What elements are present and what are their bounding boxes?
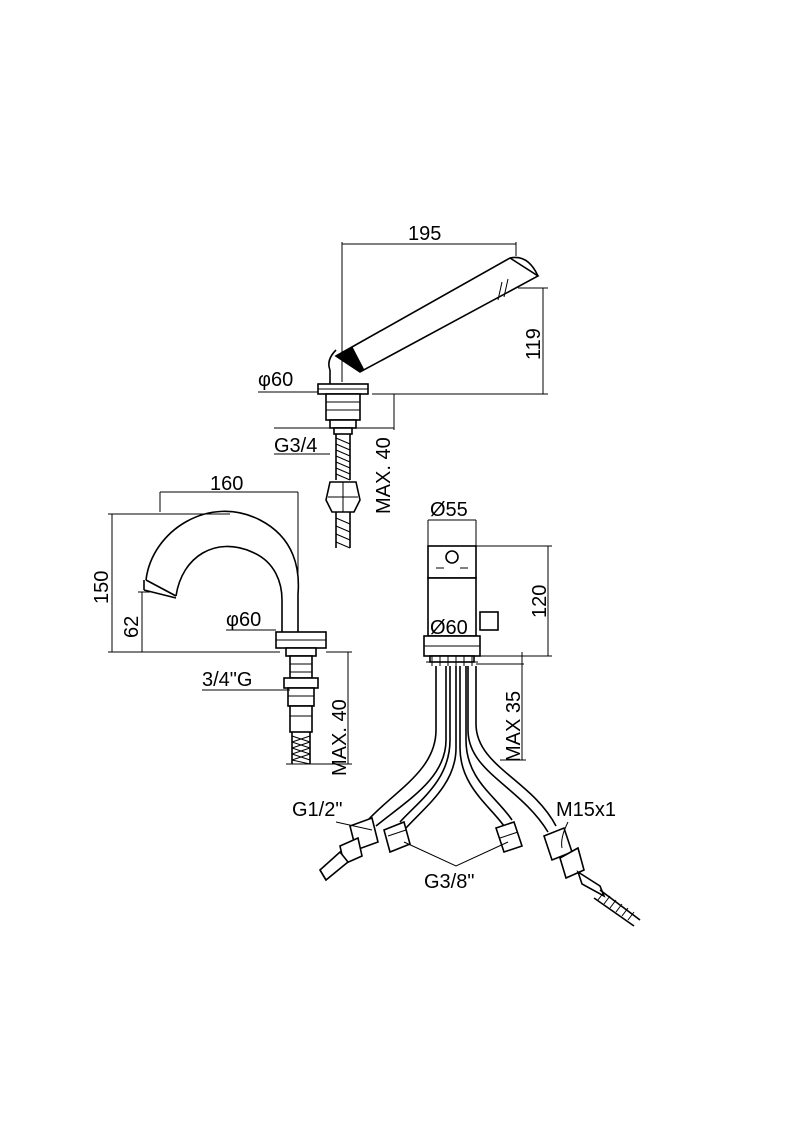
hand-shower-hose xyxy=(335,434,351,481)
hand-shower-max-label: MAX. 40 xyxy=(373,437,395,514)
mixer-base-diameter-label: Ø60 xyxy=(430,617,468,639)
hand-shower-height-label: 119 xyxy=(523,328,545,360)
hand-shower-body xyxy=(328,256,540,384)
mixer-right-connector xyxy=(543,826,641,927)
hand-shower-thread-label: G3/4 xyxy=(274,435,317,457)
mixer-right-hose-fitting xyxy=(494,820,524,854)
spout-max-label: MAX. 40 xyxy=(329,699,351,776)
spout-width-label: 160 xyxy=(210,473,243,495)
hand-shower-base xyxy=(317,383,369,549)
mixer-max-label: MAX 35 xyxy=(503,691,525,762)
mixer-hose-thread-label: G3/8" xyxy=(424,871,474,893)
mixer-hoses xyxy=(367,666,557,833)
spout-outlet-height-label: 62 xyxy=(121,616,143,638)
mixer-body xyxy=(423,545,499,657)
spout-thread-label: 3/4"G xyxy=(202,669,252,691)
spout-diameter-label: φ60 xyxy=(226,609,261,631)
mixer-left-hose-fitting xyxy=(383,820,411,854)
mixer-view: Ø55 120 Ø60 MAX 35 G1/2" G3/8" M15x1 xyxy=(292,499,641,927)
mixer-height-label: 120 xyxy=(529,585,551,618)
mixer-inlet-thread-label: G1/2" xyxy=(292,799,342,821)
mixer-base xyxy=(426,655,478,666)
mixer-top-diameter-label: Ø55 xyxy=(430,499,468,521)
spout-height-label: 150 xyxy=(91,571,113,604)
spout-view: 160 150 62 φ60 3/4"G MAX. 40 xyxy=(91,473,352,776)
mixer-left-inlet xyxy=(318,816,379,882)
mixer-dimensions xyxy=(335,519,569,867)
spout-hose xyxy=(291,732,311,765)
hand-shower-dimensions xyxy=(258,242,548,455)
spout-base xyxy=(275,631,327,765)
spout-body xyxy=(143,510,300,633)
mixer-hose-connector-label: M15x1 xyxy=(556,799,616,821)
hand-shower-diameter-label: φ60 xyxy=(258,369,293,391)
hand-shower-width-label: 195 xyxy=(408,223,441,245)
hand-shower-view: 195 119 φ60 G3/4 MAX. 40 xyxy=(258,223,548,549)
spout-dimensions xyxy=(108,491,352,765)
